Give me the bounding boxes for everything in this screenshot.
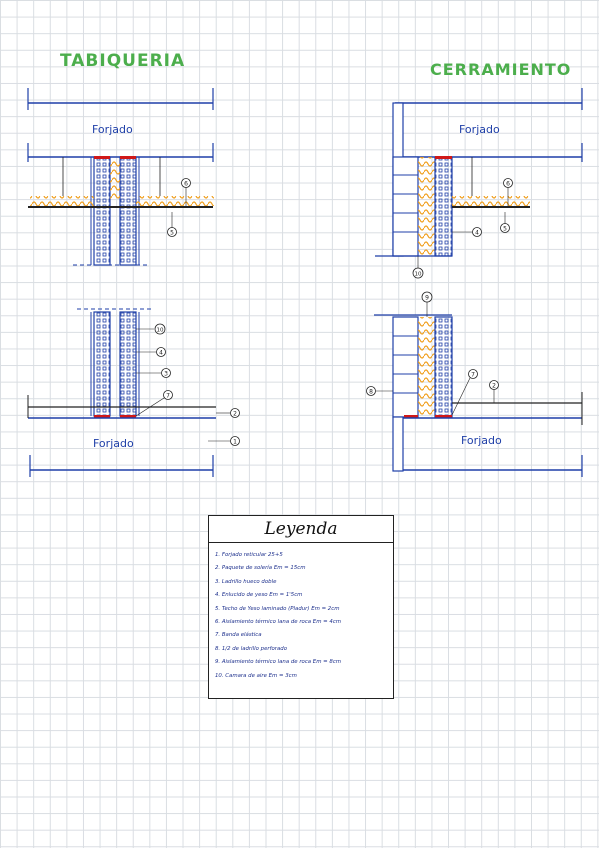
callout-5-top: 5	[170, 230, 174, 237]
callout-10-left: 10	[157, 328, 164, 334]
inner-brick-wall-bottom	[434, 316, 453, 418]
callout-10-right: 10	[415, 272, 422, 278]
legend-item: 6. Aislamiento térmico lana de roca Em =…	[215, 618, 342, 625]
legend-title: Leyenda	[209, 516, 393, 543]
callout-2-right: 2	[492, 383, 496, 390]
brick-wall-left-b	[119, 156, 137, 266]
forjado-label-1: Forjado	[92, 123, 133, 136]
insulation-cerramiento-top	[418, 157, 435, 256]
callout-5-right: 5	[503, 226, 507, 233]
callout-3-left: 3	[164, 371, 168, 378]
cerramiento-top-detail: Forjado 6 5 4 10	[375, 88, 583, 279]
tabiqueria-bottom-detail: Forjado 10 4 3 7 2 1	[27, 308, 240, 477]
forjado-label-3: Forjado	[459, 123, 500, 136]
callout-2-left: 2	[233, 411, 237, 418]
legend-list: 1. Forjado reticular 25+5 2. Paquete de …	[209, 543, 393, 683]
brick-wall-left-a	[93, 156, 111, 266]
legend-item: 3. Ladrillo hueco doble	[215, 578, 277, 585]
legend-item: 1. Forjado reticular 25+5	[215, 552, 283, 558]
title-cerramiento: CERRAMIENTO	[430, 60, 571, 79]
legend-item: 4. Enlucido de yeso Em = 1'5cm	[215, 592, 303, 599]
title-tabiqueria: TABIQUERIA	[60, 51, 185, 71]
inner-brick-wall-top	[434, 156, 453, 257]
legend-item: 10. Camara de aire Em = 3cm	[215, 672, 297, 679]
forjado-label-2: Forjado	[93, 437, 134, 450]
forjado-label-4: Forjado	[461, 434, 502, 447]
callout-7-right: 7	[471, 372, 475, 379]
callout-6-right: 6	[506, 181, 510, 188]
legend-item: 7. Banda elástica	[215, 632, 262, 639]
callout-4-left: 4	[159, 350, 163, 357]
insulation-layer-left	[30, 196, 94, 206]
callout-1-left: 1	[233, 439, 237, 446]
callout-4-right: 4	[475, 230, 479, 237]
callout-8-right: 8	[369, 389, 373, 396]
legend-item: 2. Paquete de solería Em = 15cm	[215, 565, 306, 572]
legend-box: Leyenda 1. Forjado reticular 25+5 2. Paq…	[208, 515, 394, 699]
callout-6-top: 6	[184, 181, 188, 188]
brick-wall-left-c	[93, 311, 111, 417]
callout-9-right: 9	[425, 295, 429, 302]
legend-item: 9. Aislamiento térmico lana de roca Em =…	[215, 659, 342, 666]
outer-brick-wall-bottom	[392, 316, 419, 418]
cerramiento-bottom-detail: Forjado 9 8 7 2	[366, 291, 583, 477]
callout-7-left: 7	[166, 393, 170, 400]
brick-wall-left-d	[119, 311, 137, 417]
legend-item: 8. 1/2 de ladrillo perforado	[215, 645, 288, 652]
legend-item: 5. Techo de Yeso laminado (Pladur) Em = …	[215, 605, 340, 612]
tabiqueria-top-detail: Forjado 6 5	[27, 88, 214, 266]
insulation-cerramiento-bottom	[418, 317, 435, 417]
